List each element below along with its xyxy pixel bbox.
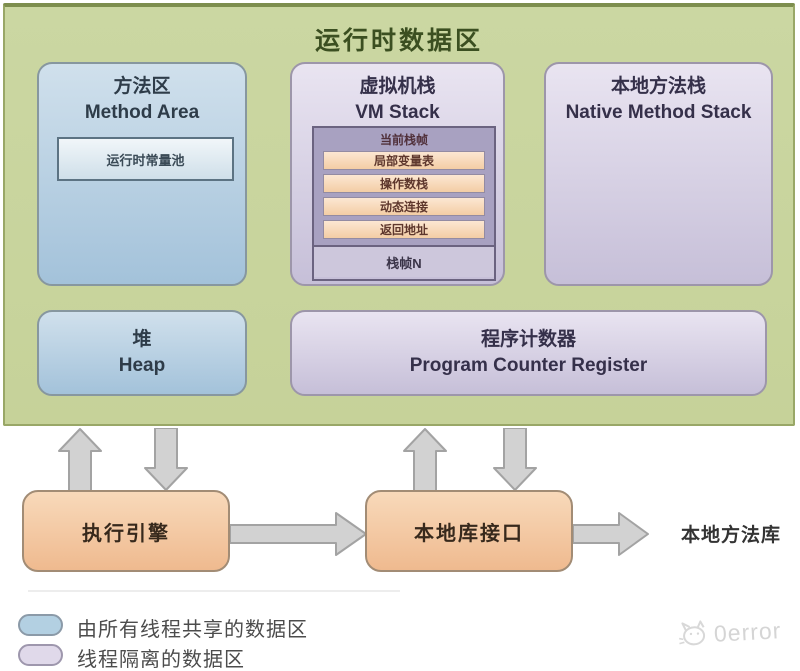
stack-frame-container: 当前栈帧 局部变量表 操作数栈 动态连接 返回地址 栈帧N xyxy=(312,126,496,281)
heap-title-zh: 堆 xyxy=(132,329,152,351)
method-area-box: 方法区 Method Area 运行时常量池 xyxy=(37,62,247,286)
native-stack-title-zh: 本地方法栈 xyxy=(610,76,706,97)
current-frame-header: 当前栈帧 xyxy=(379,133,428,147)
heap-box: 堆 Heap xyxy=(37,310,247,396)
pc-register-box: 程序计数器 Program Counter Register xyxy=(290,310,767,396)
method-area-title-zh: 方法区 xyxy=(113,76,171,97)
native-method-stack-box: 本地方法栈 Native Method Stack xyxy=(544,62,773,286)
frame-row-local-variable-table: 局部变量表 xyxy=(323,151,485,170)
legend-swatch-shared xyxy=(18,614,63,636)
frame-row-dynamic-linking: 动态连接 xyxy=(323,197,485,216)
vm-stack-title: 虚拟机栈 VM Stack xyxy=(292,64,503,125)
stack-frame-n-box: 栈帧N xyxy=(314,245,494,277)
watermark-text: 0error xyxy=(713,617,782,647)
arrow-down-interface-icon xyxy=(492,428,538,491)
native-stack-title-en: Native Method Stack xyxy=(565,101,752,123)
legend-label-shared: 由所有线程共享的数据区 xyxy=(77,619,308,641)
vm-stack-title-en: VM Stack xyxy=(355,101,440,123)
watermark-logo-icon xyxy=(675,617,709,654)
arrow-up-interface-icon xyxy=(402,428,448,491)
pc-register-title-zh: 程序计数器 xyxy=(480,329,576,351)
arrow-right-to-library-icon xyxy=(573,511,650,557)
legend-label-isolated: 线程隔离的数据区 xyxy=(77,649,245,671)
legend-swatch-isolated xyxy=(18,644,63,666)
vm-stack-box: 虚拟机栈 VM Stack 当前栈帧 局部变量表 操作数栈 动态连接 返回地址 … xyxy=(290,62,505,286)
pc-register-title: 程序计数器 Program Counter Register xyxy=(410,327,648,378)
native-stack-title: 本地方法栈 Native Method Stack xyxy=(546,64,771,125)
arrow-down-engine-icon xyxy=(143,428,189,491)
frame-rows: 局部变量表 操作数栈 动态连接 返回地址 xyxy=(314,151,494,239)
method-area-title-en: Method Area xyxy=(84,101,200,123)
execution-engine-box: 执行引擎 xyxy=(22,490,230,572)
native-method-library-label: 本地方法库 xyxy=(680,524,781,546)
separator-line xyxy=(28,590,400,592)
current-frame-box: 当前栈帧 局部变量表 操作数栈 动态连接 返回地址 xyxy=(314,128,494,245)
arrow-up-engine-icon xyxy=(57,428,103,491)
diagram-title: 运行时数据区 xyxy=(314,27,483,55)
heap-title: 堆 Heap xyxy=(119,327,165,378)
method-area-title: 方法区 Method Area xyxy=(39,64,245,125)
frame-row-operand-stack: 操作数栈 xyxy=(323,174,485,193)
runtime-constant-pool-box: 运行时常量池 xyxy=(57,137,234,181)
arrow-right-to-interface-icon xyxy=(230,511,368,557)
frame-row-return-address: 返回地址 xyxy=(323,220,485,239)
pc-register-title-en: Program Counter Register xyxy=(409,355,648,376)
vm-stack-title-zh: 虚拟机栈 xyxy=(359,76,436,97)
runtime-data-area: 运行时数据区 方法区 Method Area 运行时常量池 虚拟机栈 VM St… xyxy=(3,3,795,426)
heap-title-en: Heap xyxy=(118,355,166,376)
native-interface-box: 本地库接口 xyxy=(365,490,573,572)
watermark: 0error xyxy=(675,613,782,653)
